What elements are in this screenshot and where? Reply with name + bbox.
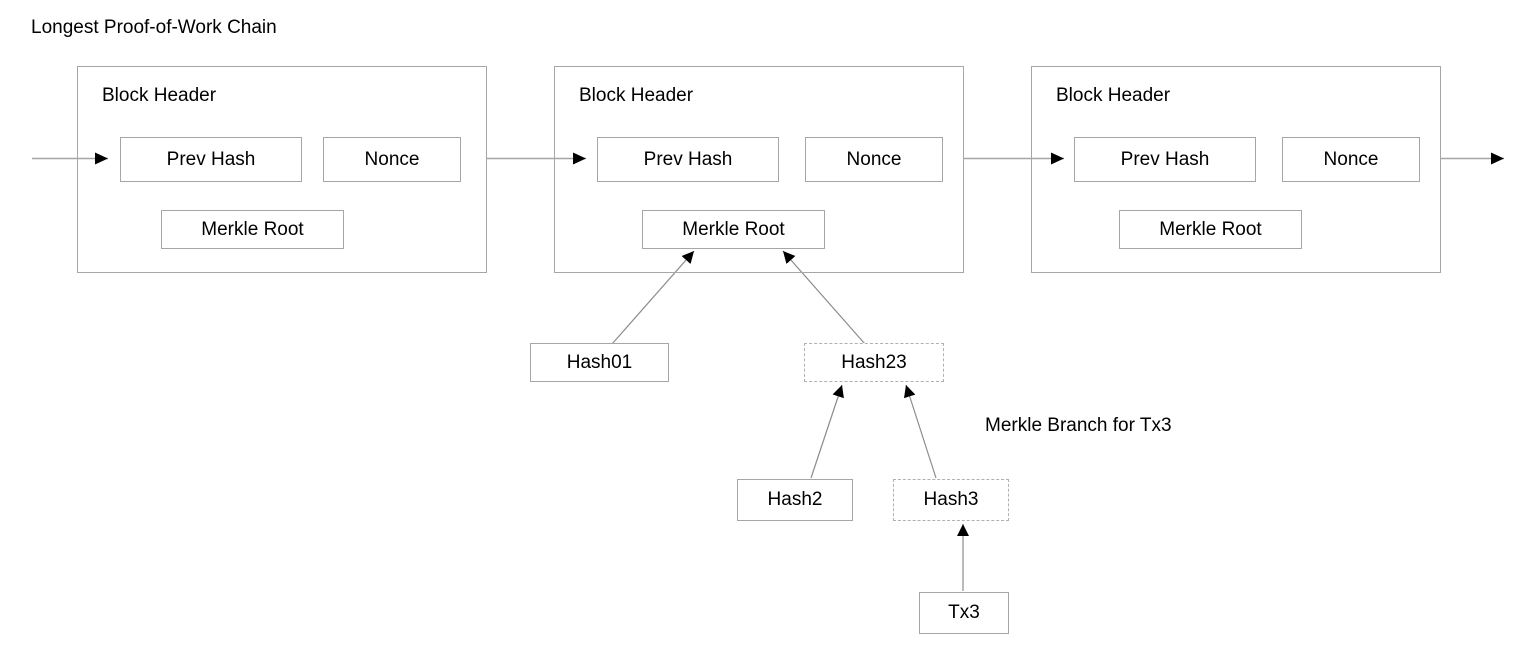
field-merkle-root[interactable]: Merkle Root <box>1119 210 1302 249</box>
block-header-title: Block Header <box>579 85 694 106</box>
block-header-title: Block Header <box>1056 85 1171 106</box>
field-merkle-root[interactable]: Merkle Root <box>161 210 344 249</box>
edge-hash3-to-hash23 <box>903 384 937 479</box>
field-prev-hash[interactable]: Prev Hash <box>597 137 779 182</box>
field-nonce[interactable]: Nonce <box>805 137 943 182</box>
merkle-node-hash3[interactable]: Hash3 <box>893 479 1009 521</box>
block-header-1[interactable]: Block Header Prev Hash Nonce Merkle Root <box>77 66 487 273</box>
edge-hash23-to-merkle-root <box>782 250 866 345</box>
edge-hash2-to-hash23 <box>810 384 844 479</box>
merkle-node-hash23[interactable]: Hash23 <box>804 343 944 382</box>
field-nonce[interactable]: Nonce <box>323 137 461 182</box>
field-prev-hash[interactable]: Prev Hash <box>1074 137 1256 182</box>
merkle-node-hash01[interactable]: Hash01 <box>530 343 669 382</box>
block-header-2[interactable]: Block Header Prev Hash Nonce Merkle Root <box>554 66 964 273</box>
merkle-node-tx3[interactable]: Tx3 <box>919 592 1009 634</box>
field-prev-hash[interactable]: Prev Hash <box>120 137 302 182</box>
field-merkle-root[interactable]: Merkle Root <box>642 210 825 249</box>
field-nonce[interactable]: Nonce <box>1282 137 1420 182</box>
merkle-node-hash2[interactable]: Hash2 <box>737 479 853 521</box>
edge-hash01-to-merkle-root <box>611 250 695 345</box>
block-header-title: Block Header <box>102 85 217 106</box>
merkle-branch-annotation: Merkle Branch for Tx3 <box>985 415 1172 436</box>
diagram-title: Longest Proof-of-Work Chain <box>31 17 277 38</box>
block-header-3[interactable]: Block Header Prev Hash Nonce Merkle Root <box>1031 66 1441 273</box>
